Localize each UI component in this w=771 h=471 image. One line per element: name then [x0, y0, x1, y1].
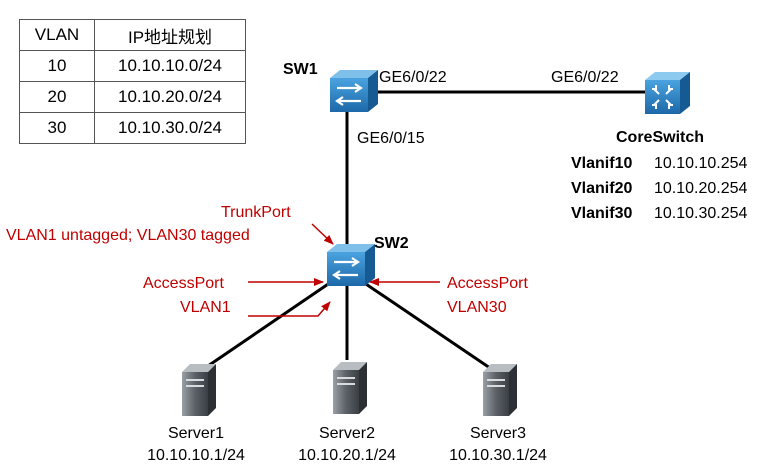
server2-name: Server2	[319, 425, 375, 442]
table-row: 30 10.10.30.0/24	[19, 112, 246, 144]
link-sw2-server3	[356, 276, 491, 370]
table-cell: 30	[19, 112, 95, 144]
access-right-port-label: AccessPort	[447, 275, 528, 292]
sw1-port-right-label: GE6/0/22	[379, 69, 447, 86]
server3-ip: 10.10.30.1/24	[449, 447, 547, 464]
table-row: 20 10.10.20.0/24	[19, 81, 246, 113]
vlanif10-name: Vlanif10	[571, 155, 632, 172]
sw2-switch-icon	[327, 244, 375, 286]
vlanif20-ip: 10.10.20.254	[654, 180, 748, 197]
table-cell: 10.10.30.0/24	[94, 112, 246, 144]
table-header-cell: IP地址规划	[94, 19, 246, 51]
vlanif30-name: Vlanif30	[571, 205, 632, 222]
table-cell: 10.10.10.0/24	[94, 50, 246, 82]
access-left-arrow-2	[248, 301, 331, 317]
server3-name: Server3	[470, 425, 526, 442]
link-sw2-server1	[204, 276, 338, 370]
table-header-row: VLAN IP地址规划	[19, 19, 246, 51]
vlanif20-name: Vlanif20	[571, 180, 632, 197]
vlanif10-ip: 10.10.10.254	[654, 155, 748, 172]
table-header-cell: VLAN	[19, 19, 95, 51]
server1-name: Server1	[168, 425, 224, 442]
table-row: 10 10.10.10.0/24	[19, 50, 246, 82]
vlan-ip-table: VLAN IP地址规划 10 10.10.10.0/24 20 10.10.20…	[19, 19, 246, 144]
server2-ip: 10.10.20.1/24	[298, 447, 396, 464]
table-cell: 10.10.20.0/24	[94, 81, 246, 113]
trunk-vlan-label: VLAN1 untagged; VLAN30 tagged	[6, 227, 250, 244]
vlanif30-ip: 10.10.30.254	[654, 205, 748, 222]
trunk-port-label: TrunkPort	[221, 204, 291, 221]
sw1-port-down-label: GE6/0/15	[357, 130, 425, 147]
coreswitch-icon	[645, 72, 690, 114]
server1-ip: 10.10.10.1/24	[147, 447, 245, 464]
server3-icon	[483, 364, 517, 416]
access-left-port-label: AccessPort	[143, 275, 224, 292]
sw1-switch-icon	[330, 70, 378, 112]
sw2-label: SW2	[374, 235, 409, 252]
access-right-vlan-label: VLAN30	[447, 299, 507, 316]
sw1-label: SW1	[283, 61, 318, 78]
core-port-left-label: GE6/0/22	[551, 69, 619, 86]
coreswitch-label: CoreSwitch	[616, 129, 704, 146]
access-left-vlan-label: VLAN1	[180, 299, 231, 316]
server1-icon	[182, 364, 216, 416]
trunk-arrow	[311, 223, 334, 245]
server2-icon	[333, 362, 367, 414]
